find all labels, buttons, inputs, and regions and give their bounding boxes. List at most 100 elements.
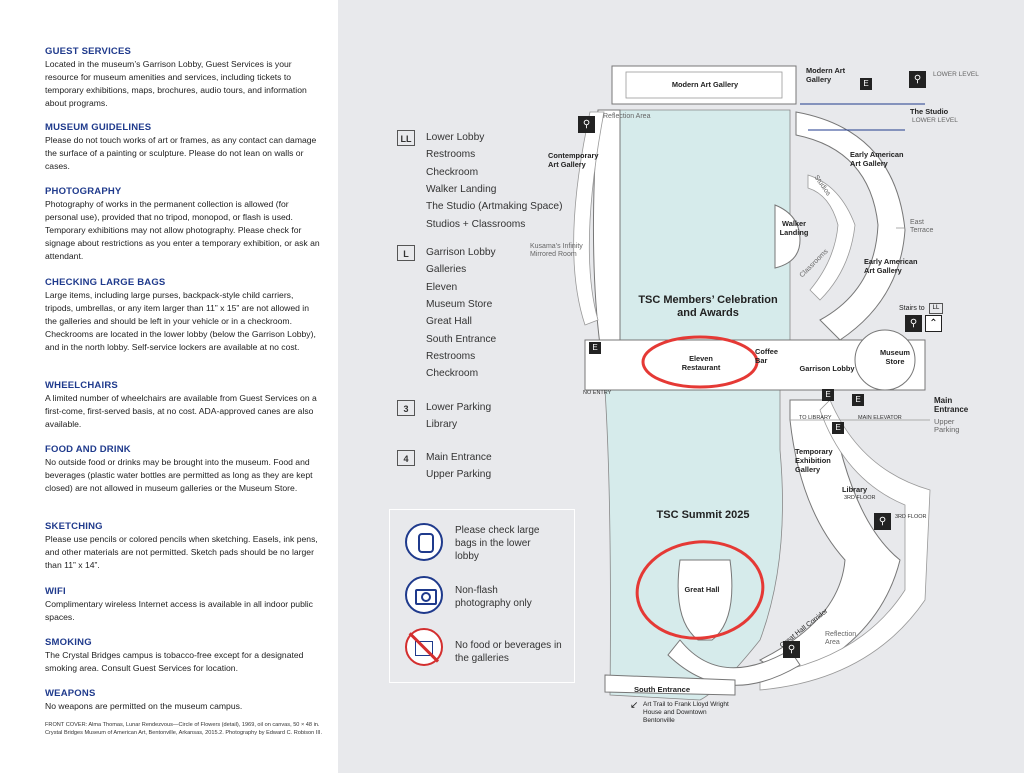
section-title: SMOKING <box>45 637 92 648</box>
map-panel: ⚲ ⚲ ⚲ ⌃ ⚲ ⚲ E E E E E <box>338 0 1024 773</box>
contemporary-label: Contemporary Art Gallery <box>548 151 599 169</box>
coffee-bar-label: Coffee Bar <box>755 347 778 365</box>
museum-store-label: Museum Store <box>880 348 910 366</box>
reflection-area-bottom: Reflection Area <box>825 631 857 646</box>
section-title: FOOD AND DRINK <box>45 444 131 455</box>
elevator-icon: E <box>860 78 872 90</box>
great-hall-label: Great Hall <box>684 585 720 594</box>
upper-parking-label: Upper Parking <box>934 417 960 434</box>
the-studio-sub: LOWER LEVEL <box>912 117 958 124</box>
eleven-label: Eleven Restaurant <box>681 354 721 372</box>
legend-level-badge: 3 <box>397 400 415 416</box>
modern-art-gallery-label: Modern Art Gallery <box>671 80 739 89</box>
early-american-label-2: Early American Art Gallery <box>864 257 918 275</box>
art-trail-label: Art Trail to Frank Lloyd Wright House an… <box>643 701 729 724</box>
restroom-icon: ⚲ <box>874 513 891 530</box>
event-top-label: TSC Members’ Celebration and Awards <box>638 294 778 319</box>
section-title: SKETCHING <box>45 521 103 532</box>
restroom-icon: ⚲ <box>783 641 800 658</box>
east-terrace-label: East Terrace <box>910 219 934 234</box>
legend-item: Main Entrance <box>426 452 492 463</box>
section-title: WHEELCHAIRS <box>45 380 118 391</box>
section-body: Large items, including large purses, bac… <box>45 290 316 353</box>
no-food-icon <box>405 628 443 666</box>
main-entrance-label: Main Entrance <box>934 396 969 414</box>
legend-item: Galleries <box>426 264 467 276</box>
to-library-label: TO LIBRARY <box>799 415 832 421</box>
camera-icon <box>405 576 443 614</box>
legend-item: Eleven <box>426 281 458 293</box>
legend-item: Museum Store <box>426 298 493 310</box>
section-body: Please do not touch works of art or fram… <box>45 135 317 172</box>
legend-item: Great Hall <box>426 316 472 328</box>
section-body: No weapons are permitted on the museum c… <box>45 701 243 711</box>
restroom-icon: ⚲ <box>909 71 926 88</box>
legend-item: Studios + Classrooms <box>426 218 526 230</box>
info-panel: GUEST SERVICES Located in the museum’s Ga… <box>0 0 338 773</box>
legend-item: Lower Lobby <box>426 132 485 143</box>
stairs-key-badge: LL <box>929 303 943 314</box>
backpack-icon <box>405 523 443 561</box>
section-title: PHOTOGRAPHY <box>45 186 122 197</box>
section-title: CHECKING LARGE BAGS <box>45 277 166 288</box>
stairs-label: Stairs to <box>899 305 925 312</box>
temporary-exhibition-label: Temporary Exhibition Gallery <box>795 447 833 474</box>
section-body: A limited number of wheelchairs are avai… <box>45 393 317 430</box>
arrow-icon: ↙ <box>630 700 639 711</box>
legend-item: Restrooms <box>426 350 476 362</box>
legend-item: Lower Parking <box>426 402 492 413</box>
elevator-icon: E <box>589 342 601 354</box>
legend-item: Checkroom <box>426 368 479 380</box>
legend-item: Checkroom <box>426 166 479 178</box>
section-body: No outside food or drinks may be brought… <box>45 457 313 494</box>
section-body: Complimentary wireless Internet access i… <box>45 599 313 623</box>
legend-item: Garrison Lobby <box>426 247 496 258</box>
east-wing <box>795 111 906 341</box>
notice-photo: Non-flash photography only <box>455 585 532 609</box>
elevator-icon: E <box>852 394 864 406</box>
section-title: GUEST SERVICES <box>45 46 132 57</box>
great-hall-highlight <box>635 540 765 640</box>
early-american-label-1: Early American Art Gallery <box>850 150 904 168</box>
elevator-icon: E <box>832 422 844 434</box>
main-elevator-label: MAIN ELEVATOR <box>858 415 902 421</box>
legend-item: South Entrance <box>426 333 497 345</box>
section-title: MUSEUM GUIDELINES <box>45 122 152 133</box>
notice-bags: Please check large bags in the lower lob… <box>455 525 540 562</box>
legend-item: The Studio (Artmaking Space) <box>426 201 563 213</box>
library-label: Library <box>842 485 868 494</box>
event-bottom-label: TSC Summit 2025 <box>656 509 750 521</box>
section-body: Located in the museum’s Garrison Lobby, … <box>45 59 307 109</box>
walker-landing-label: Walker Landing <box>779 219 809 237</box>
third-floor-label: 3RD FLOOR <box>844 495 876 501</box>
no-entry-label: NO ENTRY <box>583 390 612 396</box>
footnote: FRONT COVER: Alma Thomas, Lunar Rendezvo… <box>45 722 323 736</box>
restroom-icon: ⚲ <box>578 116 595 133</box>
legend-level-badge: L <box>397 245 415 261</box>
section-body: Please use pencils or colored pencils wh… <box>45 534 318 571</box>
the-studio-label: The Studio <box>910 107 949 116</box>
section-title: WIFI <box>45 586 66 597</box>
modern-art-gallery-label-2: Modern Art Gallery <box>806 66 846 84</box>
section-body: Photography of works in the permanent co… <box>45 199 320 262</box>
kusama-label: Kusama’s Infinity Mirrored Room <box>530 243 583 258</box>
legend-item: Walker Landing <box>426 183 497 195</box>
legend-item: Library <box>426 419 458 431</box>
elevator-icon: E <box>822 389 834 401</box>
museum-map <box>573 65 931 701</box>
third-floor-label-2: 3RD FLOOR <box>895 514 927 520</box>
eleven-highlight <box>641 335 759 389</box>
legend-item: Restrooms <box>426 149 476 161</box>
restroom-icon: ⚲ <box>905 315 922 332</box>
great-hall-shape <box>677 559 733 641</box>
legend-level-badge: LL <box>397 130 415 146</box>
section-body: The Crystal Bridges campus is tobacco-fr… <box>45 650 304 674</box>
notice-food: No food or beverages in the galleries <box>455 640 562 664</box>
legend-level-badge: 4 <box>397 450 415 466</box>
south-entrance-label: South Entrance <box>633 685 691 694</box>
lower-level-label: LOWER LEVEL <box>933 71 979 78</box>
notices-box <box>389 509 575 683</box>
checkroom-icon: ⌃ <box>925 315 942 332</box>
garrison-lobby-label: Garrison Lobby <box>799 364 855 373</box>
reflection-area-top: Reflection Area <box>603 113 651 120</box>
